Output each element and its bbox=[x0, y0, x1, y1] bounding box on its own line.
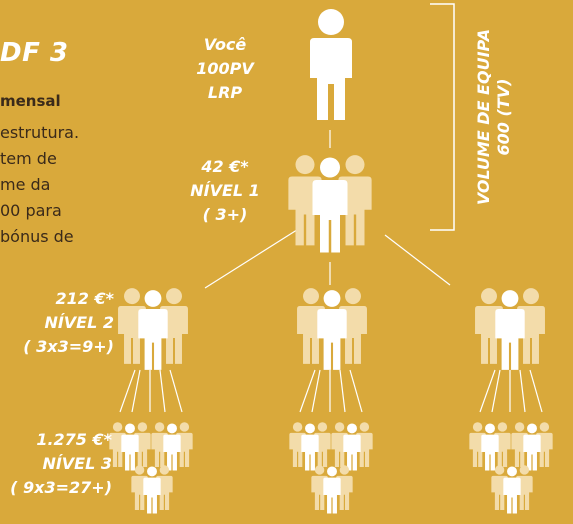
level-1-label: 42 €* NÍVEL 1 ( 3+) bbox=[180, 155, 270, 227]
body-line: 00 para bbox=[0, 201, 62, 220]
you-pv: 100PV bbox=[196, 59, 254, 78]
level-2-amount: 212 €* bbox=[55, 289, 114, 308]
body-line: estrutura. bbox=[0, 123, 80, 142]
person-icon-you bbox=[310, 9, 352, 120]
people-group-icon-level-2 bbox=[297, 288, 367, 370]
team-volume-value: 600 (TV) bbox=[494, 78, 513, 156]
you-label: Você 100PV LRP bbox=[180, 33, 270, 105]
people-group-icon-level-3 bbox=[289, 422, 372, 513]
body-line: me da bbox=[0, 175, 51, 194]
level-2-label: 212 €* NÍVEL 2 ( 3x3=9+) bbox=[0, 287, 114, 359]
section-heading: DF 3 bbox=[0, 38, 69, 68]
level-2-count: ( 3x3=9+) bbox=[23, 337, 114, 356]
section-body: estrutura. tem de me da 00 para bónus de bbox=[0, 120, 110, 250]
people-group-icon-level-3 bbox=[109, 422, 192, 513]
body-line: bónus de bbox=[0, 227, 74, 246]
team-bracket bbox=[430, 3, 455, 231]
level-2-name: NÍVEL 2 bbox=[44, 313, 114, 332]
team-volume-label: VOLUME DE EQUIPA 600 (TV) bbox=[474, 17, 514, 217]
you-name: Você bbox=[203, 35, 247, 54]
level-1-count: ( 3+) bbox=[202, 205, 248, 224]
connector-lines bbox=[119, 130, 543, 413]
team-volume-title: VOLUME DE EQUIPA bbox=[474, 28, 493, 206]
level-1-name: NÍVEL 1 bbox=[190, 181, 260, 200]
people-group-icon-level-2 bbox=[118, 288, 188, 370]
people-group-icon-level-3 bbox=[469, 422, 552, 513]
people-group-icon-level-1 bbox=[288, 155, 371, 252]
level-3-amount: 1.275 €* bbox=[36, 430, 112, 449]
level-3-name: NÍVEL 3 bbox=[42, 454, 112, 473]
section-subheading: mensal bbox=[0, 92, 61, 110]
level-3-count: ( 9x3=27+) bbox=[10, 478, 112, 497]
level-1-amount: 42 €* bbox=[201, 157, 249, 176]
body-line: tem de bbox=[0, 149, 57, 168]
people-group-icon-level-2 bbox=[475, 288, 545, 370]
level-3-label: 1.275 €* NÍVEL 3 ( 9x3=27+) bbox=[0, 428, 112, 500]
you-lrp: LRP bbox=[207, 83, 243, 102]
